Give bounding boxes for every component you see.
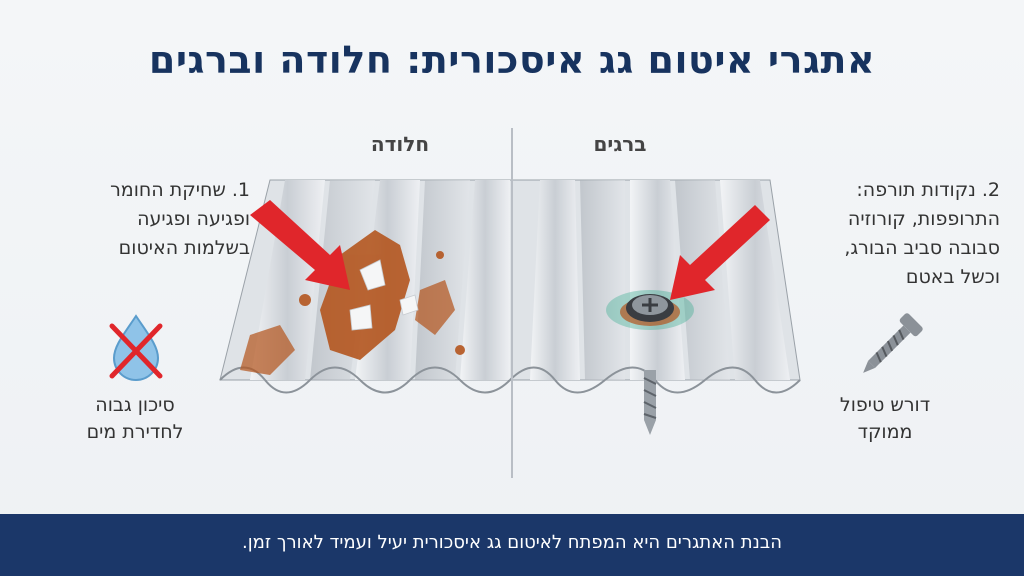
screw-caption: דורש טיפול ממוקד [800,392,970,446]
rust-description-line: בשלמות האיטום [118,237,250,259]
rust-arrow [250,200,350,290]
footer-banner: הבנת האתגרים היא המפתח לאיטום גג איסכורי… [0,514,1024,576]
rust-damage [240,230,465,375]
peeling-paint [349,259,419,331]
screw-description: 2. נקודות תורפה: התרופפות, קורוזיה סבובה… [770,176,1000,292]
screw-caption-line: ממוקד [857,421,913,443]
screws-column-label: ברגים [593,132,647,156]
screw-caption-line: דורש טיפול [839,394,931,416]
roof-screw [606,290,694,435]
rust-description: 1. שחיקת החומר ופגיעה ופגיעה בשלמות האיט… [40,176,250,263]
screw-description-line: סבובה סביב הבורג, [844,237,1000,259]
page-title: אתגרי איטום גג איסכורית: חלודה וברגים [148,38,876,82]
screw-description-line: התרופפות, קורוזיה [847,208,1000,230]
center-divider [511,128,513,478]
screw-description-line: וכשל באטם [905,266,1000,288]
rust-caption: סיכון גבוה לחדירת מים [50,392,220,446]
rust-caption-line: סיכון גבוה [95,394,175,416]
screw-icon [863,313,923,373]
rust-description-line: 1. שחיקת החומר [110,179,250,201]
rust-column-label: חלודה [370,132,430,156]
no-water-drop-icon [109,314,163,381]
rust-description-line: ופגיעה ופגיעה [137,208,250,230]
screw-description-line: 2. נקודות תורפה: [856,179,1000,201]
corrugated-roof-illustration [219,179,801,435]
screw-arrow [670,205,770,300]
footer-text: הבנת האתגרים היא המפתח לאיטום גג איסכורי… [242,532,782,553]
rust-caption-line: לחדירת מים [86,421,184,443]
